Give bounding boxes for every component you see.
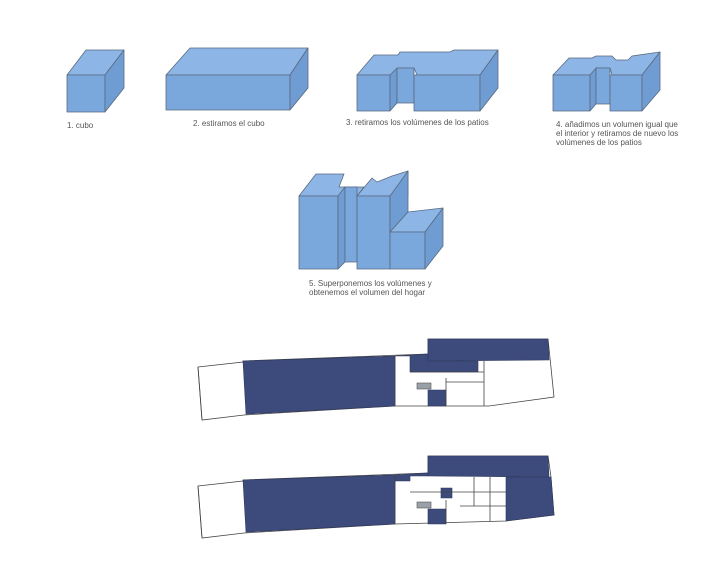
volume-step-1-cube bbox=[66, 49, 125, 113]
floor-plan-1 bbox=[197, 338, 555, 421]
step5-front-left bbox=[298, 195, 339, 270]
caption-step-1: 1. cubo bbox=[67, 121, 94, 130]
plan1-dark-patio bbox=[427, 389, 447, 407]
plan2-dark-patio-b bbox=[427, 508, 447, 525]
step3-front-left bbox=[356, 74, 391, 112]
step5-low-front bbox=[389, 231, 426, 270]
step5-front-middle bbox=[356, 195, 391, 270]
step5-patio-wall bbox=[337, 186, 346, 270]
plan2-dark-block-north bbox=[427, 455, 550, 478]
plan1-wall-f bbox=[197, 366, 203, 421]
caption-step-4: 4. añadimos un volumen igual que el inte… bbox=[556, 120, 679, 147]
cube-front-face bbox=[66, 74, 106, 113]
step3-front-right bbox=[413, 74, 481, 112]
step3-patio-back bbox=[396, 67, 415, 104]
step3-top-face bbox=[356, 49, 499, 76]
plan2-dark-block-east bbox=[505, 476, 555, 522]
caption-step-2: 2. estiramos el cubo bbox=[193, 119, 265, 128]
step4-side-face bbox=[641, 51, 661, 112]
plan2-wall-g bbox=[197, 485, 203, 539]
step4-patio-back bbox=[595, 67, 611, 105]
plan1-stair bbox=[416, 382, 432, 390]
caption-step-5: 5. Superponemos los volúmenes y obtenemo… bbox=[309, 279, 432, 297]
plan2-dark-block-west bbox=[242, 474, 396, 533]
plan1-dark-block-north bbox=[427, 338, 550, 362]
caption-step-3: 3. retiramos los volúmenes de los patios bbox=[346, 118, 489, 127]
step5-patio-back bbox=[344, 186, 358, 263]
step5-low-side bbox=[424, 207, 444, 270]
plan1-dark-block-west bbox=[242, 355, 396, 415]
plan2-stair bbox=[416, 501, 432, 509]
plan2-dark-patio-a bbox=[440, 487, 453, 499]
step4-front-right bbox=[609, 74, 643, 112]
cube-side-face bbox=[104, 49, 125, 113]
step4-front-left bbox=[552, 74, 591, 112]
floor-plan-2 bbox=[197, 455, 555, 539]
step3-side-face bbox=[479, 49, 499, 112]
volume-step-5-superimposed bbox=[298, 170, 444, 270]
stretched-top-face bbox=[165, 47, 309, 76]
step4-patio-wall bbox=[589, 67, 597, 112]
stretched-side-face bbox=[289, 47, 309, 111]
volume-step-3-patios-removed bbox=[356, 49, 499, 112]
plan1-dark-block-east bbox=[394, 353, 479, 373]
volume-step-4-added-volume bbox=[552, 51, 661, 112]
step3-patio-wall bbox=[389, 67, 398, 112]
volume-step-2-stretched-cube bbox=[165, 47, 309, 111]
stretched-front-face bbox=[165, 74, 291, 111]
